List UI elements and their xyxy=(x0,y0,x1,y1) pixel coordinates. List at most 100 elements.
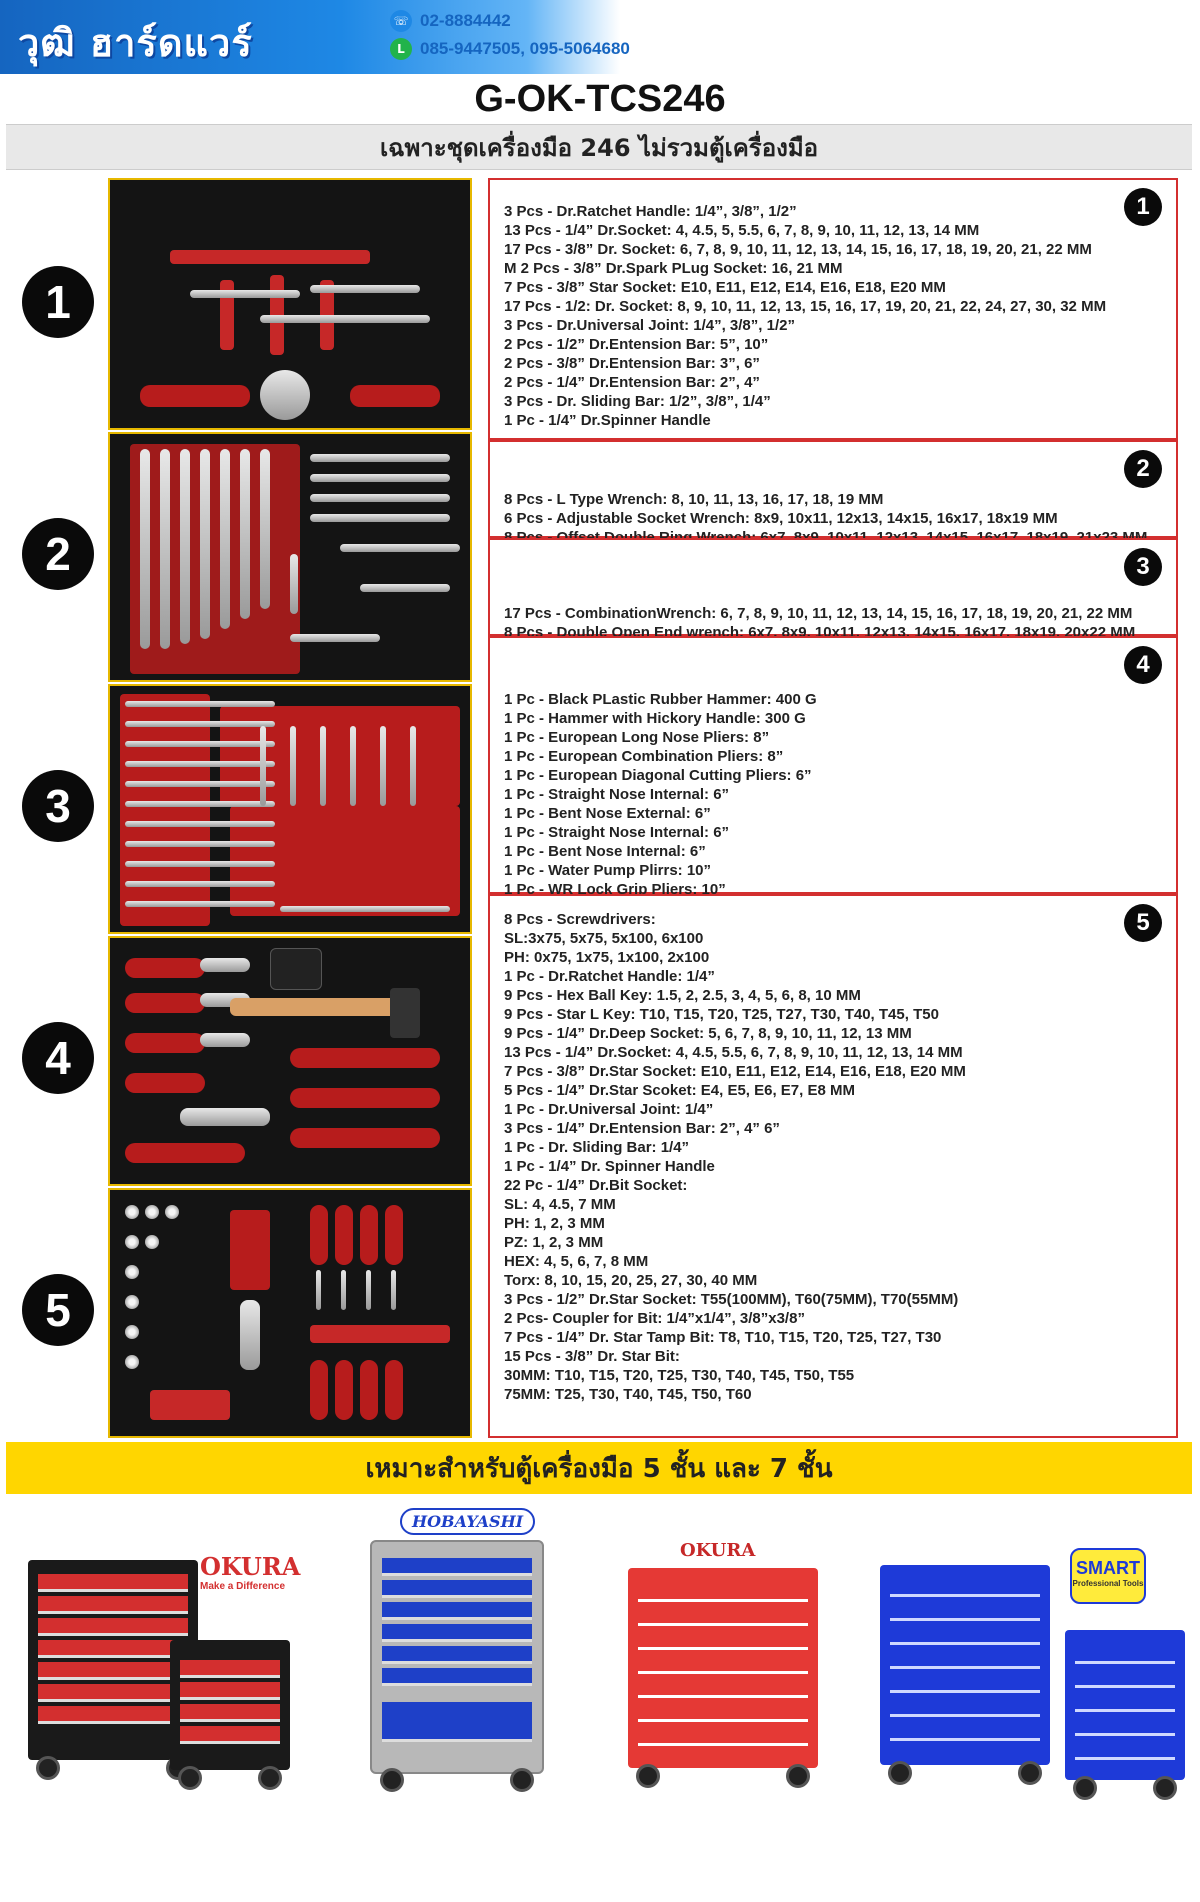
smart-logo: SMART Professional Tools xyxy=(1070,1548,1146,1604)
spec-line: PZ: 1, 2, 3 MM xyxy=(504,1234,604,1251)
spec-line: 6 Pcs - Adjustable Socket Wrench: 8x9, 1… xyxy=(504,510,1058,527)
spec-line: 30MM: T10, T15, T20, T25, T30, T40, T45,… xyxy=(504,1367,855,1384)
tray-image-5 xyxy=(108,1188,472,1438)
cabinet-okura-small xyxy=(170,1640,290,1790)
spec-number-badge: 4 xyxy=(1124,646,1162,684)
spec-line: 7 Pcs - 3/8” Dr.Star Socket: E10, E11, E… xyxy=(504,1063,966,1080)
brand-name: OKURA xyxy=(680,1540,756,1561)
brand-name: HOBAYASHI xyxy=(412,1512,524,1531)
tray-number-badge: 2 xyxy=(22,518,94,590)
spec-line: 1 Pc - European Diagonal Cutting Pliers:… xyxy=(504,767,812,784)
spec-line: 17 Pcs - CombinationWrench: 6, 7, 8, 9, … xyxy=(504,605,1133,622)
spec-line: PH: 0x75, 1x75, 1x100, 2x100 xyxy=(504,949,710,966)
tray-number-badge: 1 xyxy=(22,266,94,338)
spec-line: 1 Pc - European Long Nose Pliers: 8” xyxy=(504,729,770,746)
spec-line: Torx: 8, 10, 15, 20, 25, 27, 30, 40 MM xyxy=(504,1272,758,1289)
spec-line: 1 Pc - Straight Nose Internal: 6” xyxy=(504,824,730,841)
spec-line: 1 Pc - Dr.Ratchet Handle: 1/4” xyxy=(504,968,715,985)
mobile-number: 085-9447505, 095-5064680 xyxy=(420,39,630,58)
fit-banner-text: เหมาะสำหรับตู้เครื่องมือ 5 ชั้น และ 7 ชั… xyxy=(365,1453,833,1484)
spec-number-badge: 3 xyxy=(1124,548,1162,586)
spec-line: PH: 1, 2, 3 MM xyxy=(504,1215,605,1232)
spec-line: 2 Pcs- Coupler for Bit: 1/4”x1/4”, 3/8”x… xyxy=(504,1310,805,1327)
phone-number: 02-8884442 xyxy=(420,11,511,30)
tray-number-badge: 5 xyxy=(22,1274,94,1346)
tray-image-3 xyxy=(108,684,472,934)
brand-tagline: Make a Difference xyxy=(200,1581,286,1592)
spec-box-5: 5 8 Pcs - Screwdrivers:SL:3x75, 5x75, 5x… xyxy=(488,894,1178,1438)
tray-number: 1 xyxy=(45,276,71,328)
spec-line: 1 Pc - Hammer with Hickory Handle: 300 G xyxy=(504,710,806,727)
model-code: G-OK-TCS246 xyxy=(474,78,726,120)
spec-line: 2 Pcs - 3/8” Dr.Entension Bar: 3”, 6” xyxy=(504,355,760,372)
subtitle-text: เฉพาะชุดเครื่องมือ 246 ไม่รวมตู้เครื่องม… xyxy=(379,133,819,162)
cabinet-okura-red xyxy=(628,1568,818,1788)
spec-line: 3 Pcs - Dr. Sliding Bar: 1/2”, 3/8”, 1/4… xyxy=(504,393,771,410)
spec-line: 9 Pcs - Hex Ball Key: 1.5, 2, 2.5, 3, 4,… xyxy=(504,987,861,1004)
spec-line: 3 Pcs - 1/4” Dr.Entension Bar: 2”, 4” 6” xyxy=(504,1120,780,1137)
phone-contact[interactable]: ☏ 02-8884442 xyxy=(390,10,511,32)
shop-logo: วุฒิ ฮาร์ดแวร์ xyxy=(18,21,253,65)
spec-list: 8 Pcs - Screwdrivers: SL:3x75, 5x75, 5x10… xyxy=(504,910,1116,1404)
tray-number-badge: 3 xyxy=(22,770,94,842)
spec-line: 1 Pc - Water Pump Plirrs: 10” xyxy=(504,862,712,879)
brand-name: OKURA xyxy=(200,1552,301,1581)
okura-logo: OKURA Make a Difference xyxy=(200,1552,300,1592)
spec-line: HEX: 4, 5, 6, 7, 8 MM xyxy=(504,1253,649,1270)
spec-line: 13 Pcs - 1/4” Dr.Socket: 4, 4.5, 5, 5.5,… xyxy=(504,222,980,239)
spec-line: 2 Pcs - 1/2” Dr.Entension Bar: 5”, 10” xyxy=(504,336,769,353)
tray-number: 5 xyxy=(45,1284,71,1336)
spec-line: 1 Pc - 1/4” Dr.Spinner Handle xyxy=(504,412,711,429)
spec-line: 75MM: T25, T30, T40, T45, T50, T60 xyxy=(504,1386,752,1403)
tray-number: 3 xyxy=(45,780,71,832)
spec-line: 2 Pcs - 1/4” Dr.Entension Bar: 2”, 4” xyxy=(504,374,760,391)
spec-line: 5 Pcs - 1/4” Dr.Star Scoket: E4, E5, E6,… xyxy=(504,1082,855,1099)
spec-box-4: 4 1 Pc - Black PLastic Rubber Hammer: 40… xyxy=(488,636,1178,898)
spec-line: 17 Pcs - 1/2: Dr. Socket: 8, 9, 10, 11, … xyxy=(504,298,1107,315)
cabinet-okura-1 xyxy=(28,1560,198,1780)
spec-line: 15 Pcs - 3/8” Dr. Star Bit: xyxy=(504,1348,680,1365)
spec-line: 9 Pcs - Star L Key: T10, T15, T20, T25, … xyxy=(504,1006,939,1023)
spec-line: 3 Pcs - Dr.Universal Joint: 1/4”, 3/8”, … xyxy=(504,317,795,334)
tray-image-4 xyxy=(108,936,472,1186)
cabinet-smart-small xyxy=(1065,1630,1185,1800)
spec-box-3: 3 17 Pcs - CombinationWrench: 6, 7, 8, 9… xyxy=(488,538,1178,641)
spec-line: 9 Pcs - 1/4” Dr.Deep Socket: 5, 6, 7, 8,… xyxy=(504,1025,912,1042)
spec-line: 1 Pc - Black PLastic Rubber Hammer: 400 … xyxy=(504,691,817,708)
spec-line: 1 Pc - Straight Nose Internal: 6” xyxy=(504,786,730,803)
spec-number-badge: 1 xyxy=(1124,188,1162,226)
okura-logo-2: OKURA xyxy=(680,1540,755,1561)
cabinet-hobayashi xyxy=(370,1540,544,1792)
spec-line: 1 Pc - European Combination Pliers: 8” xyxy=(504,748,784,765)
phone-icon: ☏ xyxy=(390,10,412,32)
spec-line: 8 Pcs - L Type Wrench: 8, 10, 11, 13, 16… xyxy=(504,491,884,508)
spec-list: 3 Pcs - Dr.Ratchet Handle: 1/4”, 3/8”, 1… xyxy=(504,202,1116,430)
spec-line: 3 Pcs - Dr.Ratchet Handle: 1/4”, 3/8”, 1… xyxy=(504,203,797,220)
spec-line: 1 Pc - Dr. Sliding Bar: 1/4” xyxy=(504,1139,690,1156)
spec-line: 13 Pcs - 1/4” Dr.Socket: 4, 4.5, 5.5, 6,… xyxy=(504,1044,963,1061)
cabinet-smart-large xyxy=(880,1565,1050,1785)
fit-banner: เหมาะสำหรับตู้เครื่องมือ 5 ชั้น และ 7 ชั… xyxy=(6,1442,1192,1494)
line-icon: L xyxy=(390,38,412,60)
spec-line: 17 Pcs - 3/8” Dr. Socket: 6, 7, 8, 9, 10… xyxy=(504,241,1092,258)
spec-line: 7 Pcs - 1/4” Dr. Star Tamp Bit: T8, T10,… xyxy=(504,1329,942,1346)
spec-line: 1 Pc - WR Lock Grip Pliers: 10” xyxy=(504,881,726,898)
spec-line: SL:3x75, 5x75, 5x100, 6x100 xyxy=(504,930,704,947)
spec-box-2: 2 8 Pcs - L Type Wrench: 8, 10, 11, 13, … xyxy=(488,440,1178,546)
header-banner xyxy=(0,0,620,74)
tray-image-1 xyxy=(108,178,472,430)
spec-line: 1 Pc - 1/4” Dr. Spinner Handle xyxy=(504,1158,715,1175)
spec-list: 1 Pc - Black PLastic Rubber Hammer: 400 … xyxy=(504,690,1116,899)
spec-line: 22 Pc - 1/4” Dr.Bit Socket: xyxy=(504,1177,688,1194)
tray-image-2 xyxy=(108,432,472,682)
spec-line: 1 Pc - Dr.Universal Joint: 1/4” xyxy=(504,1101,714,1118)
mobile-contact[interactable]: L 085-9447505, 095-5064680 xyxy=(390,38,630,60)
subtitle-bar: เฉพาะชุดเครื่องมือ 246 ไม่รวมตู้เครื่องม… xyxy=(6,124,1192,170)
spec-box-1: 1 3 Pcs - Dr.Ratchet Handle: 1/4”, 3/8”,… xyxy=(488,178,1178,440)
brand-tagline: Professional Tools xyxy=(1072,1579,1144,1588)
spec-number-badge: 2 xyxy=(1124,450,1162,488)
spec-line: SL: 4, 4.5, 7 MM xyxy=(504,1196,616,1213)
spec-line: 7 Pcs - 3/8” Star Socket: E10, E11, E12,… xyxy=(504,279,946,296)
tray-number: 4 xyxy=(45,1032,71,1084)
spec-line: 8 Pcs - Screwdrivers: xyxy=(504,911,656,928)
